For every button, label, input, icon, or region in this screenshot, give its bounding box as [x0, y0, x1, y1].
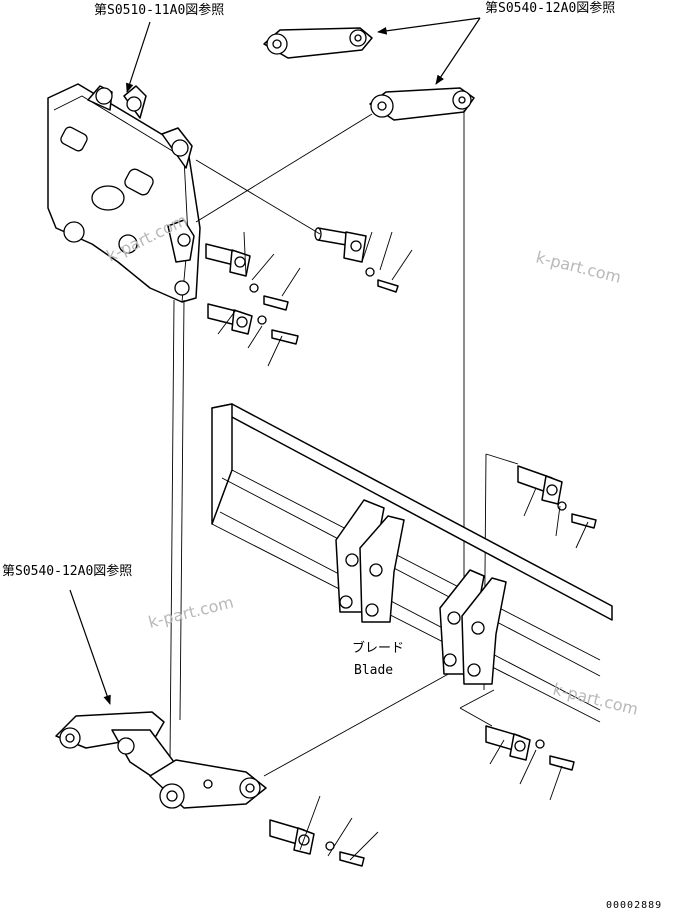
lower-link-assembly: [55, 711, 267, 809]
watermark-1: k-part.com: [534, 247, 623, 287]
blade-label-en: Blade: [354, 663, 393, 678]
reference-label-top-left: 第S0510-11A0図参照: [94, 2, 224, 18]
reference-label-top-right: 第S0540-12A0図参照: [485, 0, 615, 16]
alignment-lines: [169, 110, 519, 777]
leader-arrow-top-right-a: [377, 17, 481, 35]
blade-label-jp: ブレード: [352, 640, 404, 656]
pin-set-bottom: [269, 795, 379, 867]
pin-set-upper-left-b: [207, 303, 299, 367]
pin-set-upper-right: [314, 227, 413, 293]
reference-label-mid-left: 第S0540-12A0図参照: [2, 563, 132, 579]
link-assembly-top: [263, 27, 373, 59]
upper-frame-bracket: [47, 83, 201, 303]
leader-arrow-top-right-b: [435, 17, 481, 85]
blade: [211, 403, 613, 723]
drawing-code: 00002889: [606, 900, 662, 911]
pin-set-upper-left-a: [205, 231, 301, 311]
watermark-3: k-part.com: [146, 592, 235, 632]
leader-arrow-mid-left: [69, 589, 111, 705]
watermark-4: k-part.com: [551, 679, 640, 719]
pin-set-right-lower: [485, 725, 575, 801]
link-assembly-middle: [369, 87, 475, 121]
pin-set-right-upper: [517, 465, 597, 549]
leader-arrow-top-left: [126, 21, 151, 93]
